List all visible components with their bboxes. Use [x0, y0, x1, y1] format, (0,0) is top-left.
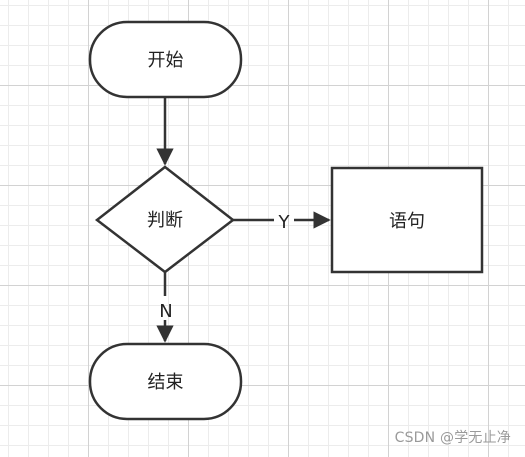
start-node-label: 开始: [148, 50, 184, 71]
edge-yes-label: Y: [278, 212, 291, 233]
decision-node-label: 判断: [147, 210, 183, 231]
end-node[interactable]: 结束: [88, 342, 243, 421]
edge-no-label: N: [159, 301, 172, 322]
start-node[interactable]: 开始: [88, 20, 243, 99]
end-node-label: 结束: [148, 372, 184, 393]
statement-node-label: 语句: [389, 211, 425, 232]
watermark: CSDN @学无止净: [394, 430, 511, 446]
statement-node[interactable]: 语句: [330, 166, 484, 274]
decision-node[interactable]: 判断: [94, 165, 236, 274]
